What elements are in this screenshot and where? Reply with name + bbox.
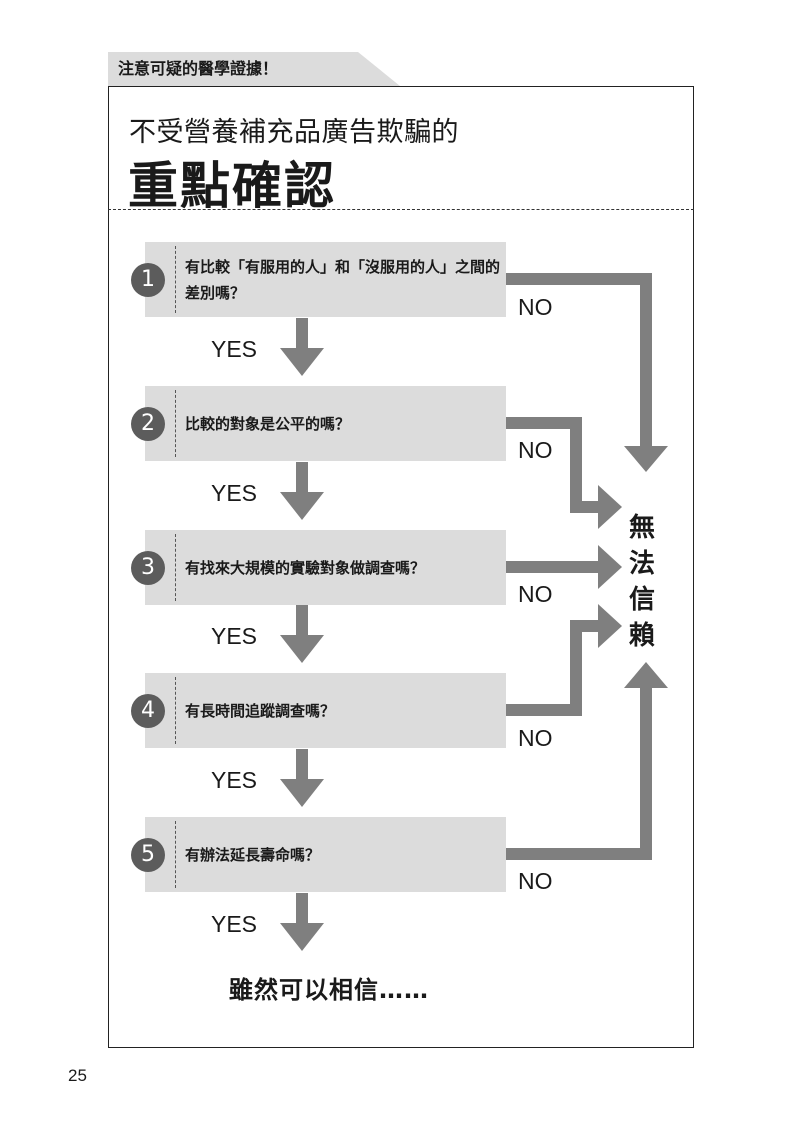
page-subtitle: 不受營養補充品廣告欺騙的 bbox=[129, 117, 459, 148]
no-arrow-1 bbox=[506, 273, 668, 472]
no-label-4: NO bbox=[518, 725, 553, 751]
section-tab: 注意可疑的醫學證據！ bbox=[108, 52, 358, 86]
question-box-3: 有找來大規模的實驗對象做調查嗎？ bbox=[145, 530, 506, 605]
yes-arrow-1 bbox=[280, 318, 324, 376]
no-label-1: NO bbox=[518, 294, 553, 320]
no-arrow-4 bbox=[506, 604, 622, 716]
box-separator bbox=[175, 534, 176, 601]
question-text-2: 比較的對象是公平的嗎？ bbox=[185, 414, 351, 433]
content-frame bbox=[108, 86, 694, 1048]
no-label-3: NO bbox=[518, 581, 553, 607]
page-title: 重點確認 bbox=[128, 157, 336, 215]
no-label-5: NO bbox=[518, 868, 553, 894]
yes-arrow-5 bbox=[280, 893, 324, 951]
yes-label-2: YES bbox=[211, 480, 258, 506]
no-label-2: NO bbox=[518, 437, 553, 463]
question-box-2: 比較的對象是公平的嗎？ bbox=[145, 386, 506, 461]
box-separator bbox=[175, 821, 176, 888]
question-text-1: 有比較「有服用的人」和「沒服用的人」之間的差別嗎？ bbox=[185, 257, 501, 302]
yes-arrow-2 bbox=[280, 462, 324, 520]
yes-label-4: YES bbox=[211, 767, 258, 793]
yes-arrow-4 bbox=[280, 749, 324, 807]
question-box-4: 有長時間追蹤調查嗎？ bbox=[145, 673, 506, 748]
no-arrow-2 bbox=[506, 417, 622, 529]
question-text-4: 有長時間追蹤調查嗎？ bbox=[185, 701, 336, 720]
question-text-3: 有找來大規模的實驗對象做調查嗎？ bbox=[185, 558, 426, 577]
yes-label-3: YES bbox=[211, 623, 258, 649]
yes-label-1: YES bbox=[211, 336, 258, 362]
step-badge-4: 4 bbox=[131, 694, 165, 728]
step-badge-3: 3 bbox=[131, 551, 165, 585]
box-separator bbox=[175, 677, 176, 744]
result-untrustworthy: 無法信賴 bbox=[628, 513, 655, 651]
yes-label-5: YES bbox=[211, 911, 258, 937]
step-badge-1: 1 bbox=[131, 263, 165, 297]
step-badge-2: 2 bbox=[131, 407, 165, 441]
box-separator bbox=[175, 246, 176, 313]
question-box-1: 有比較「有服用的人」和「沒服用的人」之間的差別嗎？ bbox=[145, 242, 506, 317]
question-box-5: 有辦法延長壽命嗎？ bbox=[145, 817, 506, 892]
question-text-5: 有辦法延長壽命嗎？ bbox=[185, 845, 321, 864]
yes-arrow-3 bbox=[280, 605, 324, 663]
no-arrow-3 bbox=[506, 545, 622, 589]
dashed-divider bbox=[108, 209, 694, 210]
box-separator bbox=[175, 390, 176, 457]
no-arrow-5 bbox=[506, 662, 668, 860]
result-trustworthy: 雖然可以相信…… bbox=[229, 976, 429, 1004]
section-tab-slant bbox=[358, 52, 400, 86]
step-badge-5: 5 bbox=[131, 838, 165, 872]
page-number: 25 bbox=[68, 1066, 87, 1085]
